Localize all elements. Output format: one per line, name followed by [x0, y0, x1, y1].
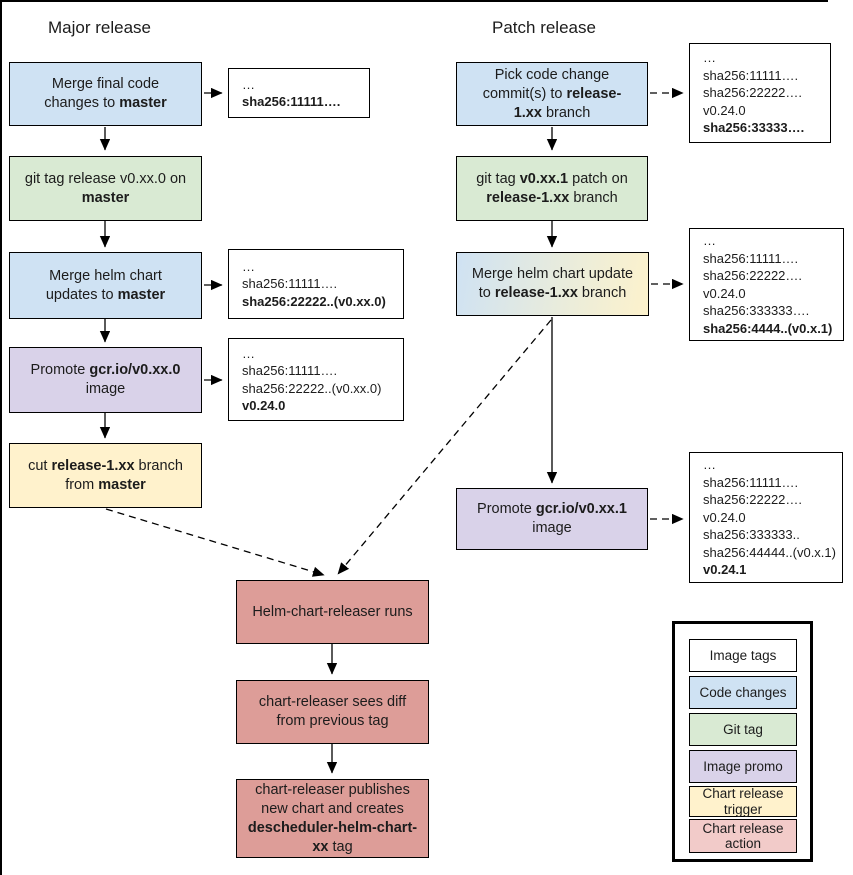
step-label: cut release-1.xx branch from master — [28, 457, 183, 493]
step-chart-releaser-diff: chart-releaser sees diff from previous t… — [236, 680, 429, 744]
step-promote-image-patch: Promote gcr.io/v0.xx.1 image — [456, 488, 648, 550]
step-cut-release-branch: cut release-1.xx branch from master — [9, 443, 202, 508]
step-label: Merge final code changes to master — [44, 76, 167, 111]
annotation-major-1: …sha256:11111…. — [228, 68, 370, 118]
step-chart-releaser-publish: chart-releaser publishes new chart and c… — [236, 779, 429, 858]
annotation-lines: …sha256:11111…. — [242, 76, 341, 110]
step-label: Promote gcr.io/v0.xx.0 image — [30, 362, 181, 397]
legend-label: Git tag — [723, 721, 763, 737]
step-git-tag-release: git tag release v0.xx.0 on master — [9, 156, 202, 221]
step-promote-image-major: Promote gcr.io/v0.xx.0 image — [9, 347, 202, 413]
legend-item-image-promo: Image promo — [689, 750, 797, 783]
legend-item-git-tag: Git tag — [689, 713, 797, 746]
step-label: git tag v0.xx.1 patch on release-1.xx br… — [476, 170, 628, 206]
step-merge-final-code: Merge final code changes to master — [9, 62, 202, 126]
step-label: git tag release v0.xx.0 on master — [24, 170, 187, 206]
annotation-lines: …sha256:11111….sha256:22222..(v0.xx.0)v0… — [242, 345, 382, 414]
step-label: Merge helm chart update to release-1.xx … — [471, 266, 634, 301]
annotation-major-3: …sha256:11111….sha256:22222..(v0.xx.0)v0… — [228, 338, 404, 421]
step-label: chart-releaser publishes new chart and c… — [247, 781, 418, 855]
step-label: chart-releaser sees diff from previous t… — [258, 694, 407, 729]
step-git-tag-patch: git tag v0.xx.1 patch on release-1.xx br… — [456, 156, 648, 221]
step-label: Pick code change commit(s) to release-1.… — [482, 66, 622, 121]
step-label: Merge helm chart updates to master — [45, 267, 166, 303]
step-merge-helm-updates: Merge helm chart updates to master — [9, 252, 202, 319]
step-helm-chart-releaser-runs: Helm-chart-releaser runs — [236, 580, 429, 644]
annotation-major-2: …sha256:11111….sha256:22222..(v0.xx.0) — [228, 249, 404, 319]
legend-label: Chart release action — [702, 820, 784, 852]
step-label: Promote gcr.io/v0.xx.1 image — [477, 501, 627, 536]
legend-item-chart-release-trigger: Chart release trigger — [689, 786, 797, 817]
legend-item-chart-release-action: Chart release action — [689, 819, 797, 853]
legend-label: Image promo — [703, 758, 783, 774]
legend-label: Image tags — [709, 647, 777, 663]
canvas-border-left — [0, 0, 2, 875]
dashed-arrow-cut-branch-to-releaser — [105, 508, 325, 577]
legend-item-code-changes: Code changes — [689, 676, 797, 709]
canvas-border-top — [0, 0, 828, 2]
major-release-title: Major release — [48, 18, 151, 37]
step-merge-helm-update-patch: Merge helm chart update to release-1.xx … — [456, 252, 649, 316]
patch-release-title: Patch release — [492, 18, 596, 37]
legend-label: Code changes — [699, 684, 787, 700]
legend-label: Chart release trigger — [702, 786, 784, 817]
step-label: Helm-chart-releaser runs — [252, 603, 413, 620]
legend: Image tags Code changes Git tag Image pr… — [672, 621, 813, 862]
legend-item-image-tags: Image tags — [689, 639, 797, 672]
annotation-lines: …sha256:11111….sha256:22222..(v0.xx.0) — [242, 258, 386, 309]
step-pick-code-change: Pick code change commit(s) to release-1.… — [456, 62, 648, 126]
